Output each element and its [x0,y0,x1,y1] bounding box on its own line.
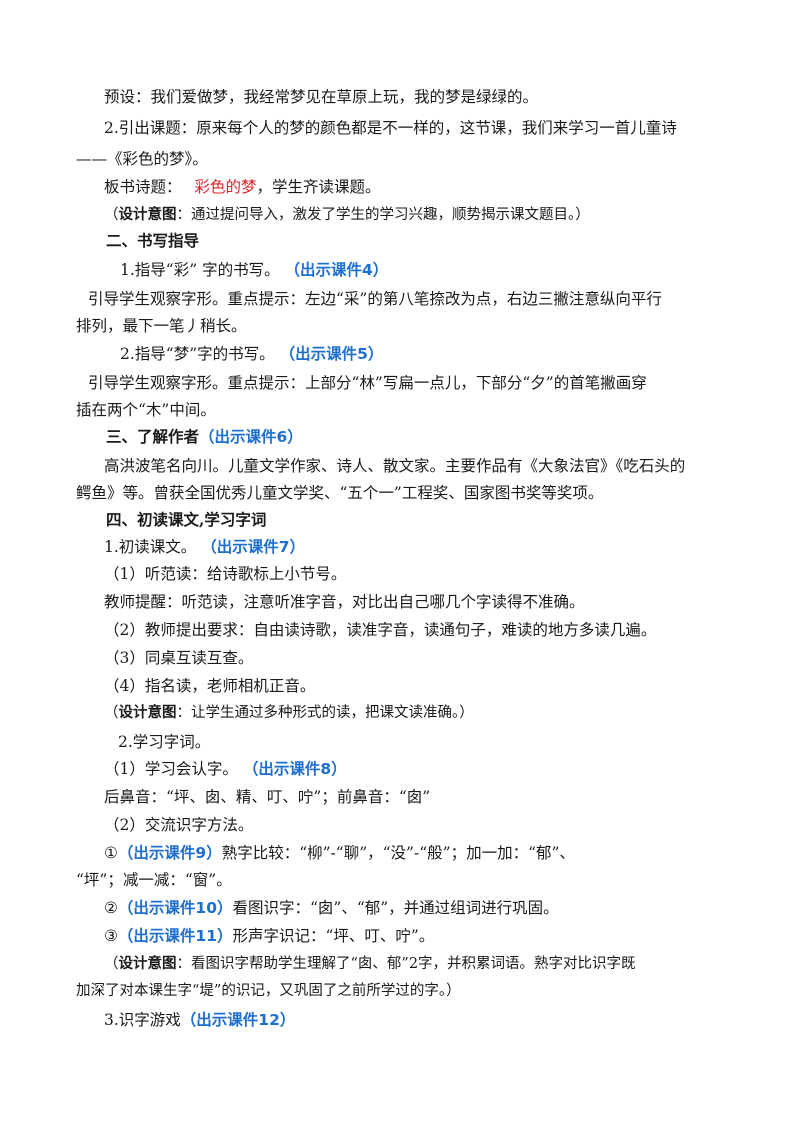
courseware-ref-10: （出示课件10） [117,899,233,917]
design-intent-tag: 设计意图 [118,955,177,972]
step-peer-read: （3）同桌互读互查。 [104,649,254,667]
method-2-line: ②（出示课件10）看图识字：“囱”、“郁”，并通过组词进行巩固。 [104,897,559,919]
note-open: （ [104,207,119,223]
design-intent-3-cont: 加深了对本课生字“堤”的识记，又巩固了之前所学过的字。） [76,983,461,999]
step-requirement: （2）教师提出要求：自由读诗歌，读准字音，读通句子，难读的地方多读几遍。 [104,621,657,639]
courseware-ref-9: （出示课件9） [117,844,222,862]
board-title-line: 板书诗题： 彩色的梦，学生齐读课题。 [104,176,380,198]
first-read-text: 1.初读课文。 [104,538,197,556]
method-3-line: ③（出示课件11）形声字识记：“坪、叮、咛”。 [104,925,434,947]
note-open: （ [104,705,119,721]
design-intent-tag: 设计意图 [118,704,177,721]
learn-characters-text: （1）学习会认字。 [104,760,238,778]
paragraph-author-1: 高洪波笔名向川。儿童文学作家、诗人、散文家。主要作品有《大象法官》《吃石头的 [104,457,686,475]
method-1-line: ①（出示课件9）熟字比较：“柳”-“聊”，“没”-“般”；加一加：“郁”、 [104,842,575,864]
game-line: 3.识字游戏（出示课件12） [104,1009,295,1031]
exchange-methods: （2）交流识字方法。 [104,816,254,834]
method-2-marker: ② [104,899,118,917]
first-read-line: 1.初读课文。 （出示课件7） [104,536,305,558]
design-intent-text: ：让学生通过多种形式的读，把课文读准确。） [176,705,474,721]
courseware-ref-6: （出示课件6） [199,428,303,446]
guide-meng-line: 2.指导“梦”字的书写。 （出示课件5） [120,343,383,365]
board-title-label: 板书诗题： [104,178,182,196]
section-heading-4: 四、初读课文,学习字词 [106,510,267,529]
paragraph-intro-topic-cont: ——《彩色的梦》。 [76,150,208,168]
courseware-ref-12: （出示课件12） [180,1011,296,1029]
note-open: （ [104,956,119,972]
method-3-marker: ③ [104,927,118,945]
teacher-reminder: 教师提醒：听范读，注意听准字音，对比出自己哪几个字读得不准确。 [104,593,585,611]
courseware-ref-4: （出示课件4） [284,261,389,279]
paragraph-meng-2: 插在两个“木”中间。 [76,401,216,419]
paragraph-author-2: 鳄鱼》等。曾获全国优秀儿童文学奖、“五个一”工程奖、国家图书奖等奖项。 [76,484,604,502]
design-intent-3: （设计意图：看图识字帮助学生理解了“囱、郁”2字，并积累词语。熟字对比识字既 [104,953,636,975]
board-title-suffix: ，学生齐读课题。 [256,178,381,196]
paragraph-cai-2: 排列，最下一笔丿稍长。 [76,317,247,335]
method-1-text: 熟字比较：“柳”-“聊”，“没”-“般”；加一加：“郁”、 [221,844,575,862]
guide-meng-text: 2.指导“梦”字的书写。 [120,345,275,363]
design-intent-tag: 设计意图 [118,206,177,223]
paragraph-meng-1: 引导学生观察字形。重点提示：上部分“林”写扁一点儿，下部分“夕”的首笔撇画穿 [88,374,647,392]
courseware-ref-11: （出示课件11） [117,927,233,945]
paragraph-cai-1: 引导学生观察字形。重点提示：左边“采”的第八笔捺改为点，右边三撇注意纵向平行 [88,290,662,308]
guide-cai-text: 1.指导“彩” 字的书写。 [120,261,280,279]
design-intent-2: （设计意图：让学生通过多种形式的读，把课文读准确。） [104,702,474,724]
method-1-cont: “坪”；减一减：“窗”。 [76,871,232,889]
learn-words: 2.学习字词。 [118,733,211,751]
method-2-text: 看图识字：“囱”、“郁”，并通过组词进行巩固。 [232,899,559,917]
method-3-text: 形声字识记：“坪、叮、咛”。 [232,927,435,945]
design-intent-text: ：通过提问导入，激发了学生的学习兴趣，顺势揭示课文题目。） [176,207,590,223]
section-heading-3-text: 三、了解作者 [106,427,200,446]
step-listen: （1）听范读：给诗歌标上小节号。 [104,565,347,583]
game-text: 3.识字游戏 [104,1011,181,1029]
guide-cai-line: 1.指导“彩” 字的书写。 （出示课件4） [120,259,388,281]
learn-characters-line: （1）学习会认字。 （出示课件8） [104,758,347,780]
section-heading-2: 二、书写指导 [106,231,200,250]
paragraph-preset: 预设：我们爱做梦，我经常梦见在草原上玩，我的梦是绿绿的。 [104,88,539,106]
design-intent-1: （设计意图：通过提问导入，激发了学生的学习兴趣，顺势揭示课文题目。） [104,204,590,226]
courseware-ref-8: （出示课件8） [242,760,347,778]
courseware-ref-7: （出示课件7） [201,538,306,556]
design-intent-text: ：看图识字帮助学生理解了“囱、郁”2字，并积累词语。熟字对比识字既 [176,956,636,972]
nasal-sounds: 后鼻音：“坪、囱、精、叮、咛”；前鼻音：“囱” [104,788,431,806]
method-1-marker: ① [104,844,118,862]
board-title-red: 彩色的梦 [194,178,257,196]
step-name-read: （4）指名读，老师相机正音。 [104,677,316,695]
paragraph-intro-topic: 2.引出课题：原来每个人的梦的颜色都是不一样的，这节课，我们来学习一首儿童诗 [104,119,677,137]
section-heading-3: 三、了解作者（出示课件6） [106,426,303,448]
courseware-ref-5: （出示课件5） [279,345,384,363]
